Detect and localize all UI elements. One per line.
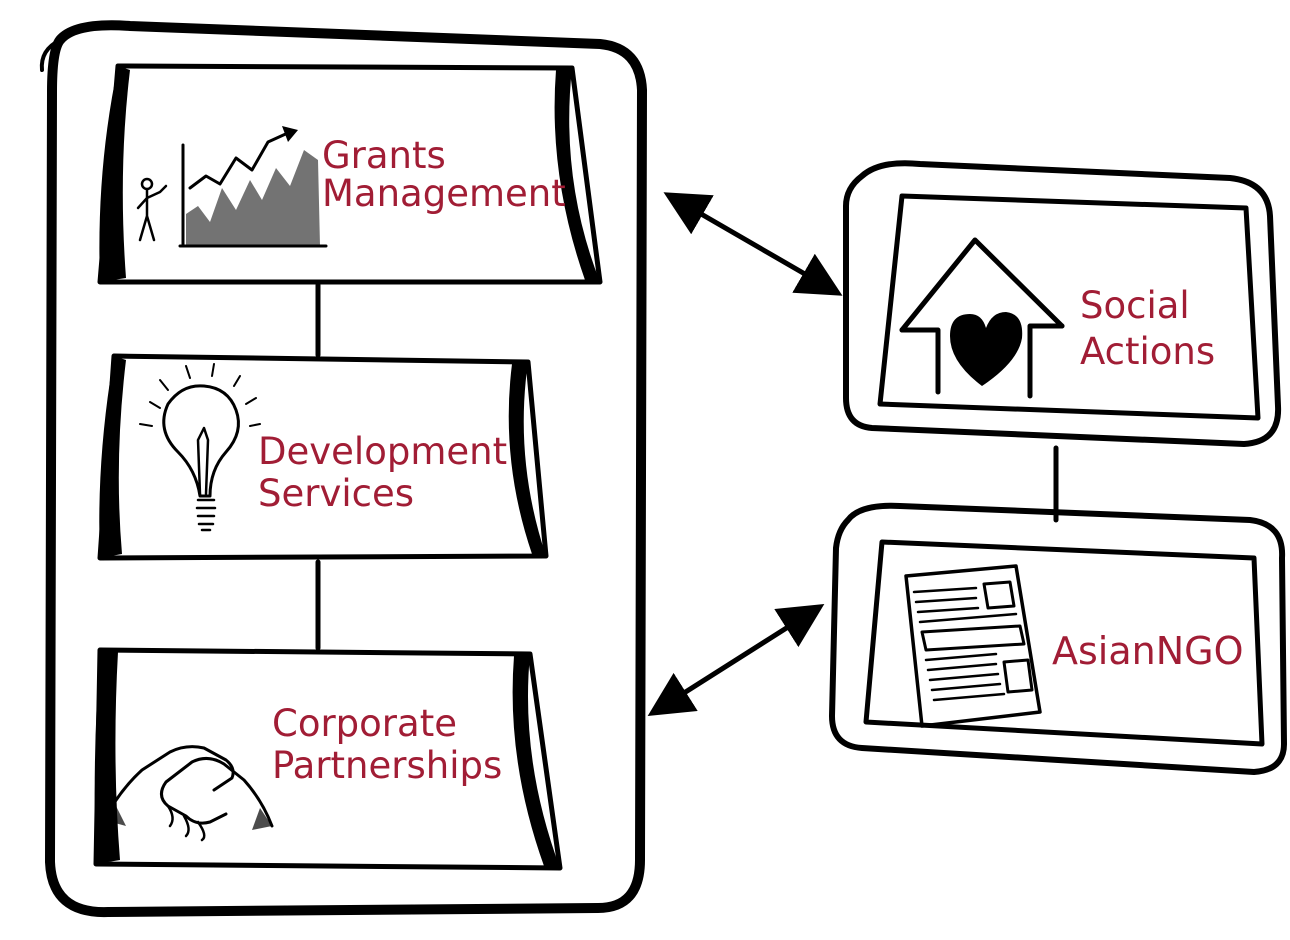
- handshake-icon: [102, 745, 274, 842]
- box-corporate-partnerships: Corporate Partnerships: [93, 647, 563, 871]
- development-subtitle: Services: [258, 472, 414, 515]
- growth-chart-icon: [136, 126, 328, 248]
- box-asianngo: AsianNGO: [829, 502, 1287, 775]
- asianngo-title: AsianNGO: [1052, 629, 1244, 673]
- corporate-title: Corporate: [272, 702, 457, 745]
- development-title: Development: [258, 430, 507, 473]
- arrow-corporate-asianngo: [647, 603, 825, 717]
- box-social-actions: Social Actions: [843, 160, 1282, 447]
- lightbulb-icon: [139, 363, 261, 532]
- grants-title: Grants: [322, 134, 446, 177]
- grants-subtitle: Management: [322, 172, 566, 215]
- corporate-subtitle: Partnerships: [272, 744, 502, 787]
- left-group-container: [39, 20, 647, 918]
- social-title: Social: [1080, 284, 1190, 327]
- newspaper-icon: [904, 564, 1042, 728]
- social-subtitle: Actions: [1080, 330, 1215, 373]
- box-grants-management: Grants Management: [97, 63, 603, 285]
- box-development-services: Development Services: [97, 353, 549, 561]
- arrow-grants-social: [663, 192, 843, 296]
- house-heart-icon: [899, 237, 1065, 399]
